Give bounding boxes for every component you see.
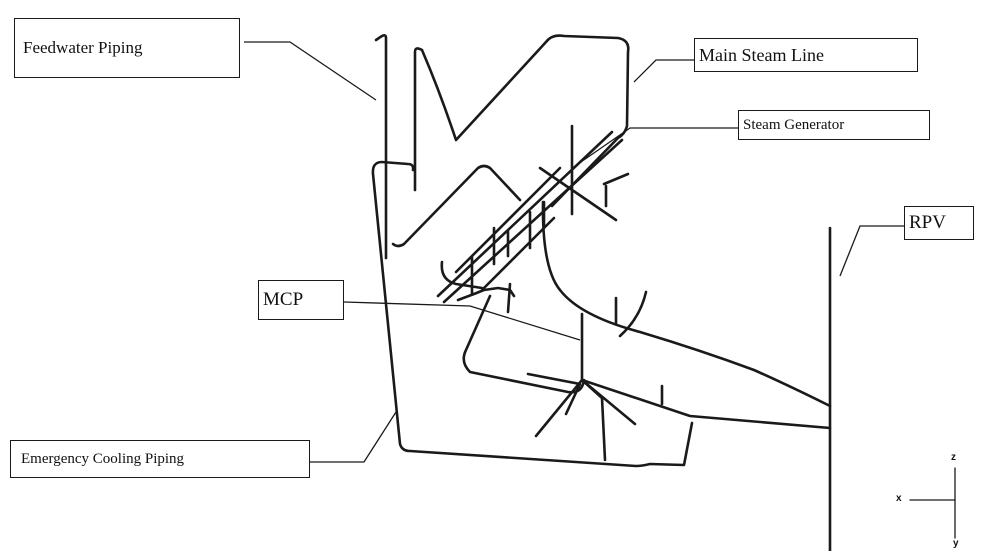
lower-leg-pipe xyxy=(462,294,586,394)
label-emergency-cooling-piping: Emergency Cooling Piping xyxy=(10,440,310,478)
leader-feedwater xyxy=(244,41,377,101)
mcp-pipe xyxy=(534,312,832,462)
leader-steam-generator xyxy=(577,127,738,165)
label-feedwater-piping: Feedwater Piping xyxy=(14,18,240,78)
crossover-leg-pipe xyxy=(541,200,832,408)
axis-x-label: x xyxy=(896,493,902,504)
emergency-cooling-piping-text: Emergency Cooling Piping xyxy=(21,450,185,467)
steam-generator-tubes xyxy=(436,124,630,304)
axis-y-label: y xyxy=(953,538,959,549)
main-steam-line-pipe xyxy=(413,34,630,208)
mcp-arms xyxy=(526,372,582,416)
label-rpv: RPV xyxy=(904,206,974,240)
main-steam-line-text: Main Steam Line xyxy=(699,44,824,65)
leader-mcp xyxy=(343,301,581,341)
rpv-text: RPV xyxy=(909,212,946,233)
leader-emergency-cooling xyxy=(310,411,397,463)
leader-main-steam xyxy=(633,59,696,83)
main-loop-pipe xyxy=(371,160,694,468)
label-steam-generator: Steam Generator xyxy=(738,110,930,140)
feedwater-piping-text: Feedwater Piping xyxy=(23,38,143,57)
inner-loop-pipe xyxy=(391,164,522,248)
leader-rpv xyxy=(839,225,904,277)
label-main-steam-line: Main Steam Line xyxy=(694,38,918,72)
mcp-text: MCP xyxy=(263,289,304,310)
steam-generator-text: Steam Generator xyxy=(743,116,845,133)
pipe-stub xyxy=(506,282,664,406)
feedwater-pipe xyxy=(374,34,388,260)
axis-z-label: z xyxy=(951,452,956,463)
label-mcp: MCP xyxy=(258,280,344,320)
